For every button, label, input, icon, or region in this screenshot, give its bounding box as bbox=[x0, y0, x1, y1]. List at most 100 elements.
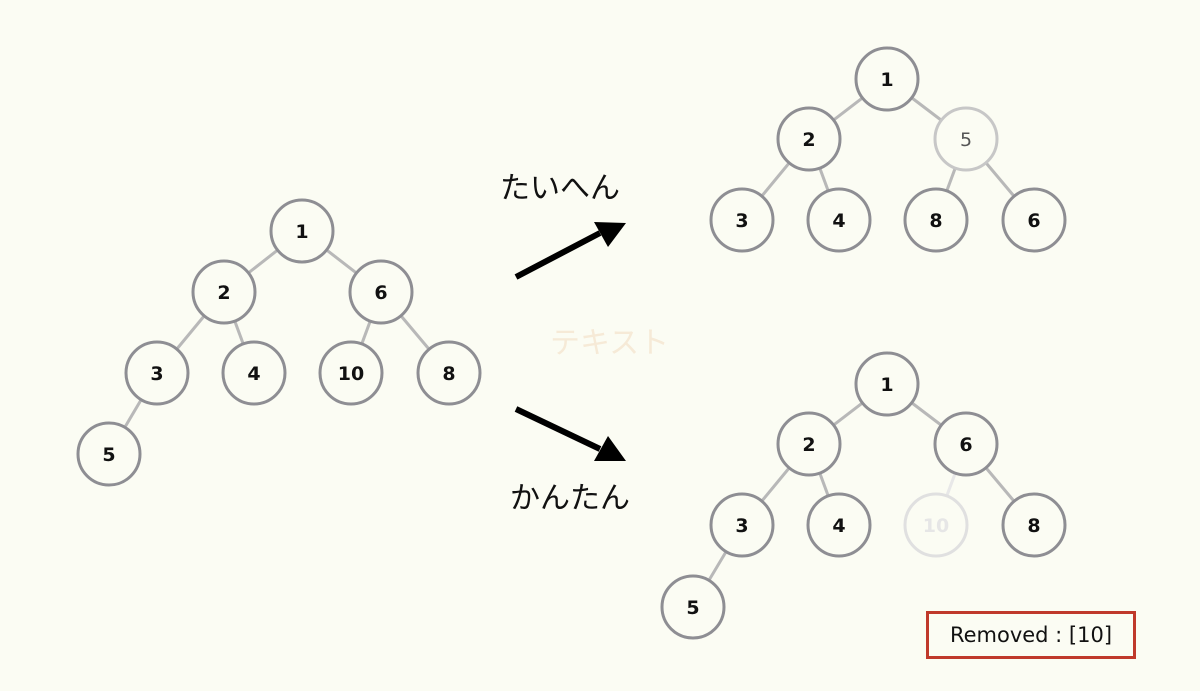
node-circle bbox=[1001, 187, 1067, 253]
easy-removal-result-tree: 1 2 6 3 4 10 8 5 bbox=[660, 351, 1067, 640]
node-circle bbox=[221, 340, 287, 406]
tree-edge bbox=[399, 314, 431, 351]
node-circle bbox=[709, 187, 775, 253]
tree-edge bbox=[760, 161, 791, 198]
node-value: 2 bbox=[802, 129, 815, 151]
tree-edge bbox=[984, 161, 1016, 198]
node-value: 4 bbox=[832, 210, 845, 232]
node-value: 6 bbox=[959, 434, 972, 456]
tree-node: 6 bbox=[933, 411, 999, 477]
node-circle bbox=[776, 106, 842, 172]
tree-edge bbox=[325, 248, 358, 275]
node-value: 6 bbox=[1027, 210, 1040, 232]
tree-edge bbox=[360, 320, 372, 345]
node-value: 10 bbox=[338, 363, 364, 385]
node-circle bbox=[854, 351, 920, 417]
tree-node: 8 bbox=[1001, 492, 1067, 558]
tree-node: 8 bbox=[903, 187, 969, 253]
tree-node: 1 bbox=[854, 351, 920, 417]
tree-edge bbox=[945, 167, 957, 192]
node-value: 5 bbox=[960, 129, 972, 151]
node-value: 1 bbox=[295, 221, 308, 243]
original-heap-tree: 1 2 6 3 4 10 8 5 bbox=[76, 198, 482, 487]
tree-edge bbox=[818, 167, 830, 192]
tree-edge bbox=[832, 401, 864, 427]
tree-node: 3 bbox=[709, 187, 775, 253]
tree-edge bbox=[707, 550, 728, 582]
node-circle bbox=[776, 411, 842, 477]
node-value: 5 bbox=[102, 444, 115, 466]
tree-edge bbox=[233, 320, 245, 345]
watermark-text: テキスト bbox=[550, 326, 669, 361]
node-value: 10 bbox=[923, 515, 949, 537]
hard-path-label: たいへん bbox=[500, 171, 620, 206]
node-value: 5 bbox=[686, 597, 699, 619]
node-circle bbox=[660, 574, 726, 640]
node-value: 4 bbox=[247, 363, 260, 385]
tree-edge bbox=[910, 96, 943, 122]
node-circle bbox=[903, 492, 969, 558]
node-circle bbox=[191, 259, 257, 325]
tree-node: 3 bbox=[124, 340, 190, 406]
node-circle bbox=[854, 46, 920, 112]
node-circle bbox=[903, 187, 969, 253]
tree-edge bbox=[818, 472, 830, 497]
node-value: 4 bbox=[832, 515, 845, 537]
tree-node: 1 bbox=[269, 198, 335, 264]
tree-node: 4 bbox=[221, 340, 287, 406]
node-value: 3 bbox=[735, 515, 748, 537]
node-circle bbox=[124, 340, 190, 406]
tree-node: 2 bbox=[191, 259, 257, 325]
tree-node: 6 bbox=[1001, 187, 1067, 253]
node-value: 2 bbox=[217, 282, 230, 304]
tree-node: 1 bbox=[854, 46, 920, 112]
hard-removal-result-tree: 1 2 5 3 4 8 6 bbox=[709, 46, 1067, 253]
tree-edge bbox=[247, 248, 279, 275]
tree-node: 2 bbox=[776, 411, 842, 477]
node-value: 1 bbox=[880, 374, 893, 396]
tree-edge bbox=[760, 466, 791, 503]
tree-edge bbox=[123, 398, 143, 429]
tree-node: 4 bbox=[806, 492, 872, 558]
node-circle bbox=[318, 340, 384, 406]
node-circle bbox=[269, 198, 335, 264]
easy-path-arrow bbox=[514, 406, 626, 461]
tree-node: 5 bbox=[76, 421, 142, 487]
removed-items-box: Removed : [10] bbox=[926, 611, 1136, 659]
removed-items-label: Removed : [10] bbox=[949, 623, 1113, 647]
tree-node: 4 bbox=[806, 187, 872, 253]
node-value: 3 bbox=[735, 210, 748, 232]
hard-path-arrow bbox=[514, 222, 626, 280]
node-circle bbox=[933, 106, 999, 172]
tree-edge bbox=[945, 472, 957, 497]
tree-node: 6 bbox=[348, 259, 414, 325]
node-circle bbox=[416, 340, 482, 406]
tree-node: 3 bbox=[709, 492, 775, 558]
node-value: 2 bbox=[802, 434, 815, 456]
tree-edge bbox=[832, 96, 864, 122]
tree-node: 10 bbox=[903, 492, 969, 558]
node-circle bbox=[806, 492, 872, 558]
easy-path-label: かんたん bbox=[510, 481, 630, 516]
node-circle bbox=[348, 259, 414, 325]
tree-node: 5 bbox=[933, 106, 999, 172]
node-circle bbox=[1001, 492, 1067, 558]
node-value: 8 bbox=[929, 210, 942, 232]
tree-edge bbox=[175, 314, 206, 351]
node-value: 3 bbox=[150, 363, 163, 385]
node-circle bbox=[76, 421, 142, 487]
node-circle bbox=[709, 492, 775, 558]
node-value: 8 bbox=[1027, 515, 1040, 537]
node-value: 6 bbox=[374, 282, 387, 304]
node-circle bbox=[933, 411, 999, 477]
tree-edge bbox=[910, 401, 943, 427]
tree-node: 2 bbox=[776, 106, 842, 172]
tree-node: 8 bbox=[416, 340, 482, 406]
node-value: 1 bbox=[880, 69, 893, 91]
tree-edge bbox=[984, 466, 1016, 503]
node-circle bbox=[806, 187, 872, 253]
tree-node: 5 bbox=[660, 574, 726, 640]
node-value: 8 bbox=[442, 363, 455, 385]
